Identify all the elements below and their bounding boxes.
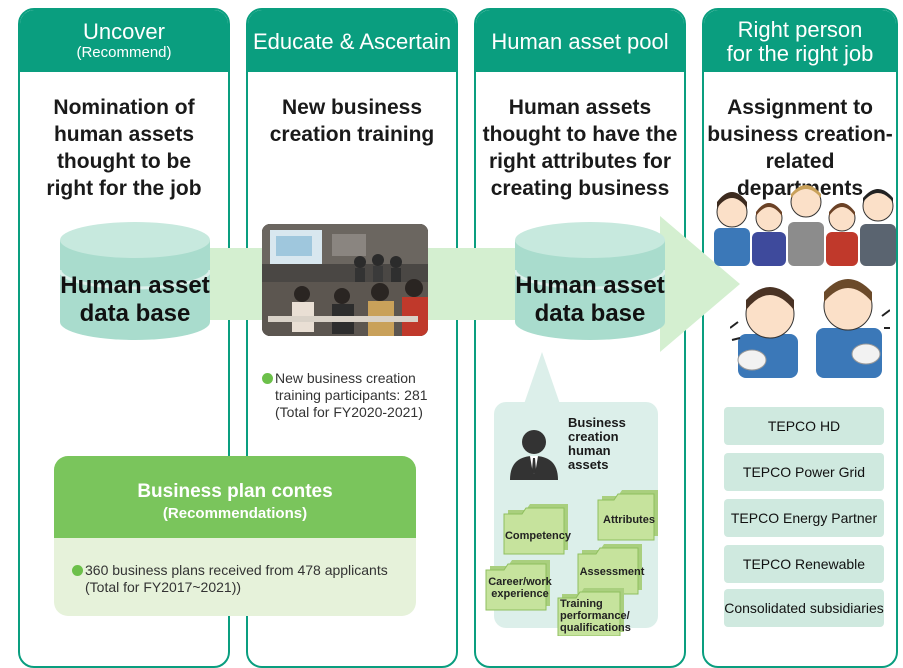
folder-icon bbox=[597, 490, 658, 541]
column-header: Educate & Ascertain bbox=[248, 10, 456, 72]
folder-assessment: Assessment bbox=[576, 540, 648, 596]
column-title: Uncover bbox=[83, 19, 165, 44]
training-photo bbox=[262, 224, 428, 336]
column-title: Right person bbox=[737, 17, 863, 42]
column-header: Right person for the right job bbox=[704, 10, 896, 72]
department-box: Consolidated subsidiaries bbox=[724, 589, 884, 627]
contest-header: Business plan contes (Recommendations) bbox=[54, 456, 416, 538]
department-box: TEPCO Renewable Power bbox=[724, 545, 884, 610]
contest-note: 360 business plans received from 478 app… bbox=[72, 562, 388, 596]
business-people-illustration bbox=[714, 185, 896, 266]
column-subtitle: (Recommend) bbox=[76, 44, 172, 61]
database-icon bbox=[58, 222, 212, 340]
column-title: Human asset pool bbox=[491, 29, 669, 54]
contest-title: Business plan contes bbox=[137, 481, 333, 502]
training-participants-note: New business creation training participa… bbox=[262, 370, 428, 421]
database-icon bbox=[513, 222, 667, 340]
column-header: Human asset pool bbox=[476, 10, 684, 72]
column-title: Educate & Ascertain bbox=[252, 29, 452, 54]
department-box: TEPCO Energy Partner bbox=[724, 499, 884, 537]
folder-icon bbox=[557, 588, 624, 637]
column-header: Uncover (Recommend) bbox=[20, 10, 228, 72]
bullet-dot-icon bbox=[72, 565, 83, 576]
folder-attributes: Attributes bbox=[596, 486, 662, 542]
bullet-dot-icon bbox=[262, 373, 273, 384]
department-box: TEPCO Power Grid bbox=[724, 453, 884, 491]
folder-competency: Competency bbox=[502, 500, 574, 556]
contest-subtitle: (Recommendations) bbox=[162, 505, 308, 522]
folder-icon bbox=[503, 504, 568, 555]
business-plan-contest: Business plan contes (Recommendations) 3… bbox=[54, 456, 416, 616]
workers-illustration bbox=[730, 279, 890, 378]
folder-icon bbox=[485, 560, 550, 611]
column-subtitle: for the right job bbox=[726, 41, 874, 66]
department-box: TEPCO HD bbox=[724, 407, 884, 445]
person-icon bbox=[510, 430, 558, 480]
callout-pointer bbox=[524, 352, 560, 404]
